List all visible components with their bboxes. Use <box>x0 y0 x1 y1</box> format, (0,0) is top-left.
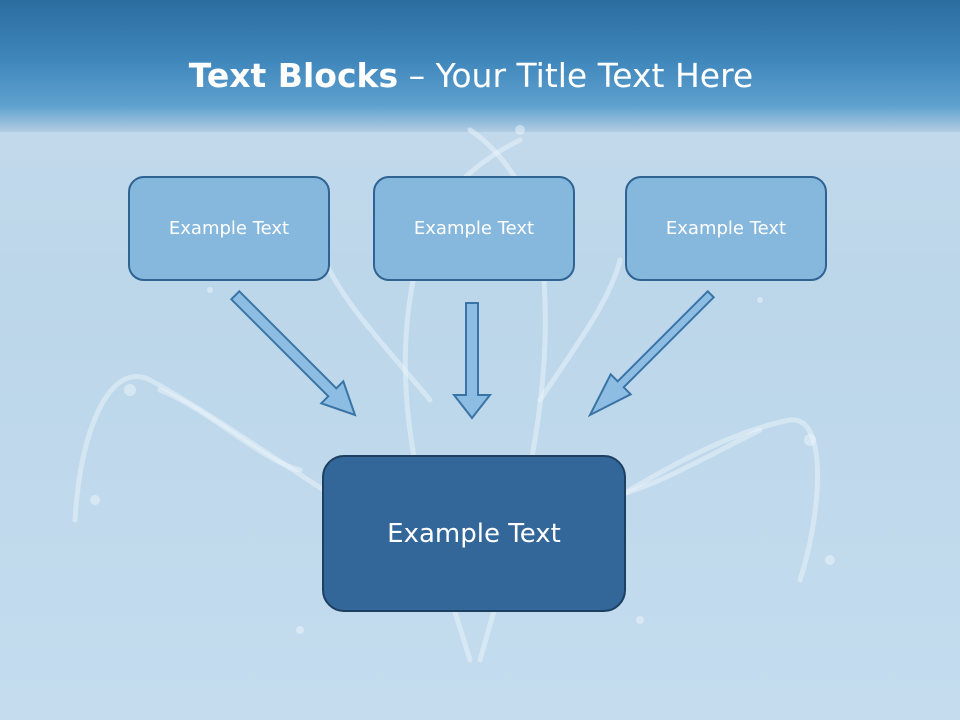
title-bold: Text Blocks <box>188 56 399 95</box>
text-block-left-label: Example Text <box>168 218 290 239</box>
text-block-center[interactable]: Example Text <box>373 176 575 281</box>
text-block-right[interactable]: Example Text <box>625 176 827 281</box>
arrow-center <box>451 302 493 420</box>
title-bar <box>0 0 960 132</box>
arrow-right <box>587 289 716 418</box>
title-separator: – <box>398 56 436 95</box>
text-block-center-label: Example Text <box>413 218 535 239</box>
arrow-left <box>229 289 357 417</box>
text-block-right-label: Example Text <box>665 218 787 239</box>
main-text-block[interactable]: Example Text <box>322 455 626 612</box>
main-text-block-label: Example Text <box>387 518 561 549</box>
title-rest: Your Title Text Here <box>435 56 754 95</box>
slide-title: Text Blocks – Your Title Text Here <box>0 54 942 98</box>
text-block-left[interactable]: Example Text <box>128 176 330 281</box>
